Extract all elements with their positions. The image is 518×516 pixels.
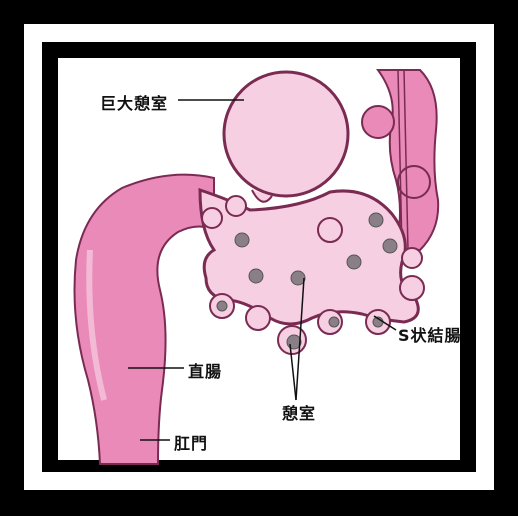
- label-giant-diverticulum: 巨大憩室: [100, 90, 168, 114]
- colon-haustra-bulge-1: [362, 106, 394, 138]
- giant-diverticulum: [224, 72, 348, 196]
- label-diverticula: 憩室: [282, 400, 316, 424]
- colon-haustra-bulge-2: [398, 166, 430, 198]
- label-anus: 肛門: [174, 430, 208, 454]
- label-rectum: 直腸: [188, 358, 222, 382]
- label-sigmoid-colon: S状結腸: [398, 322, 462, 346]
